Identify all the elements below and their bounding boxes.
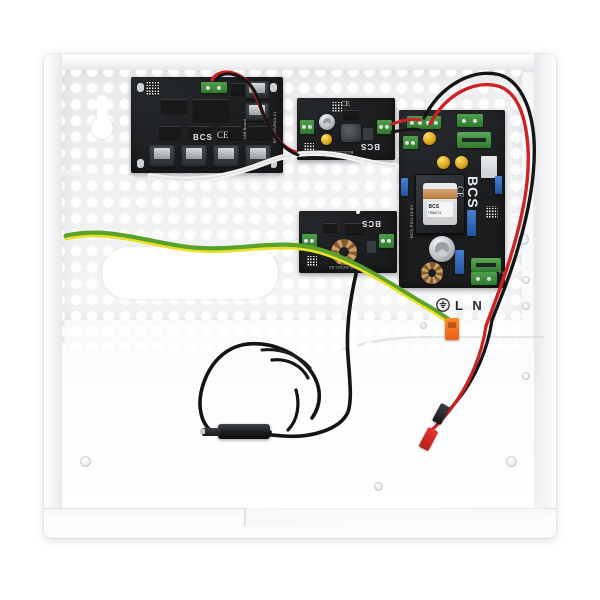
ic-chip-left [159, 99, 189, 113]
board-brand-logo: BCS [465, 176, 481, 209]
board-silkscreen-note: LAN Board [243, 119, 247, 139]
board-silkscreen-model: BCS-NVR04-11 [272, 111, 277, 143]
capacitor-yellow-1 [423, 132, 436, 145]
mounting-pad-tr [270, 83, 277, 92]
board-silkscreen-model: BCS-PSU-13.8V [409, 204, 414, 238]
capacitor-blue-left [401, 178, 408, 196]
lower-backplate [62, 350, 534, 508]
output-terminal-block[interactable] [377, 120, 392, 134]
capacitor-blue-out [455, 250, 464, 274]
screw-hole-right-b [522, 302, 530, 310]
dc-barrel-plug[interactable] [200, 424, 270, 439]
ic-main-controller [191, 99, 231, 121]
backplate-cable-cutout [102, 247, 278, 299]
qr-code [303, 142, 315, 154]
transformer-code: TR86/74 [427, 210, 442, 215]
screw-hole-bottom-left [80, 456, 91, 467]
rj45-jack-port-1[interactable] [149, 145, 175, 167]
capacitor-blue-mid [467, 210, 476, 236]
screw-hole-center [420, 322, 427, 329]
board-brand-logo: BCS [360, 142, 380, 151]
main-transformer: BCS TR86/74 [415, 174, 465, 234]
ic-small [321, 223, 339, 232]
mounting-pad-br [270, 159, 277, 168]
screw-hole-bottom-mid [374, 482, 383, 491]
mounting-pad-tl [137, 83, 144, 92]
ic-controller [343, 223, 367, 234]
ce-mark: CE [341, 100, 350, 108]
capacitor-yellow-2 [437, 156, 450, 169]
dc-output-terminal-block[interactable] [407, 116, 441, 129]
ic-phy-4 [247, 126, 273, 139]
ic-phy-1 [157, 126, 183, 139]
transformer-winding [422, 188, 458, 200]
screw-hole-bottom-right [506, 456, 517, 467]
mosfet [363, 128, 373, 140]
earth-lever-connector[interactable] [445, 318, 459, 340]
input-terminal-block[interactable] [302, 234, 317, 248]
power-terminal-block[interactable] [201, 82, 227, 93]
enclosure-top-wall [44, 54, 556, 70]
pcb-switch-board[interactable]: BCS CE BCS-NVR04-11 LAN Board [131, 77, 283, 173]
screw-hole-right-a [522, 276, 530, 284]
fuse-holder-f1[interactable] [471, 258, 501, 272]
pcb-power-supply[interactable]: BCS TR86/74 BCS CE BCS-PSU-13.8V F1 [399, 110, 505, 288]
output-choke [421, 262, 443, 284]
capacitor-blue-right [495, 176, 502, 194]
rj45-jack-uplink-a[interactable] [245, 81, 269, 99]
pcb-dcdc-top[interactable]: CE BCS BCS-DCDC-01 [297, 98, 395, 160]
rj45-jack-port-4[interactable] [245, 145, 271, 167]
transformer-brand: BCS [428, 204, 440, 210]
board-silkscreen-model: BCS-DCDC-01 [323, 150, 354, 155]
ce-mark: CE [455, 186, 465, 198]
battery-terminal-block[interactable] [457, 114, 483, 127]
capacitor-yellow-3 [455, 156, 468, 169]
relay-module [481, 156, 497, 178]
rj45-jack-uplink-b[interactable] [245, 103, 269, 121]
qr-code [306, 255, 318, 267]
power-inductor [341, 124, 361, 142]
ce-mark: CE [217, 130, 229, 140]
ic-regulator [341, 110, 361, 119]
keyhole-mount-slot [91, 95, 113, 139]
mounting-pad-bl [137, 159, 144, 168]
rj45-jack-port-2[interactable] [181, 145, 207, 167]
ic-phy-2 [187, 126, 213, 139]
mains-terminal-label: L N [455, 298, 485, 313]
input-terminal-block[interactable] [300, 120, 314, 134]
fuse-designator: F1 [499, 270, 505, 275]
aux-terminal-block[interactable] [403, 136, 418, 149]
qr-code-secondary [331, 102, 342, 113]
capacitor-yellow [321, 134, 332, 145]
mains-input-terminal-block[interactable] [471, 272, 497, 285]
output-terminal-block[interactable] [379, 234, 394, 248]
board-silkscreen-model: BCS-DCDC-02 [329, 265, 360, 270]
mosfet [367, 241, 376, 253]
qr-code [145, 82, 159, 96]
bulk-electrolytic-capacitor [429, 236, 455, 262]
enclosure-left-wall [44, 54, 62, 538]
board-brand-logo: BCS [193, 133, 213, 142]
toroidal-inductor [331, 239, 357, 265]
screw-hole-right-c [522, 372, 530, 380]
board-brand-logo: BCS [361, 219, 381, 228]
pcb-dcdc-bottom[interactable]: BCS BCS-DCDC-02 [299, 211, 397, 273]
rj45-jack-port-3[interactable] [213, 145, 239, 167]
fuse-holder-f2[interactable] [457, 132, 491, 148]
screw-hole-right-mid [518, 234, 529, 245]
qr-code [485, 206, 498, 219]
electrolytic-capacitor-in [319, 114, 335, 130]
